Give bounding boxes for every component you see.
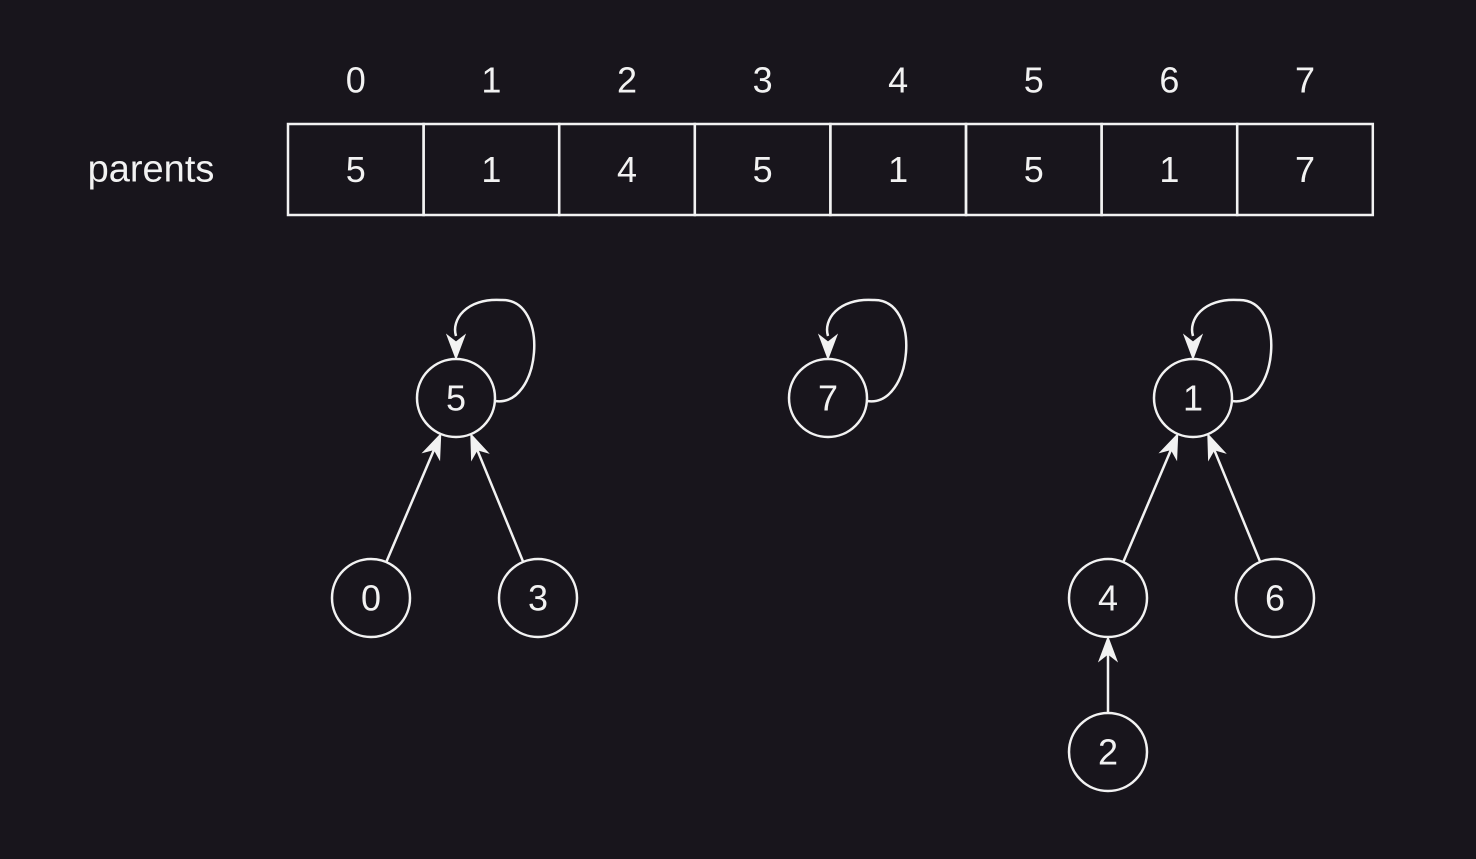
array-cell-value: 5 — [1024, 149, 1044, 190]
array-index-label: 2 — [617, 60, 637, 101]
edge-arrowhead — [421, 432, 442, 462]
parents-array: parents 5 0 1 1 4 2 5 3 1 4 5 5 1 6 7 7 — [88, 60, 1375, 217]
graph-node — [415, 357, 497, 439]
graph-node-label: 1 — [1183, 378, 1203, 419]
array-cell-value: 1 — [481, 149, 501, 190]
array-cell-value: 4 — [617, 149, 637, 190]
array-index-label: 3 — [753, 60, 773, 101]
edge-arrowhead — [445, 333, 467, 361]
graph-node-label: 0 — [361, 578, 381, 619]
array-cell-value: 5 — [753, 149, 773, 190]
graph-node — [330, 557, 412, 639]
parent-edge — [1122, 446, 1174, 563]
array-cell-value: 5 — [346, 149, 366, 190]
array-index-label: 1 — [481, 60, 501, 101]
edge-arrowhead — [1207, 432, 1227, 462]
graph-node — [497, 557, 579, 639]
graph-node-label: 3 — [528, 578, 548, 619]
array-index-label: 0 — [346, 60, 366, 101]
array-index-label: 4 — [888, 60, 908, 101]
graph-node-label: 2 — [1098, 732, 1118, 773]
array-cell-value: 1 — [888, 149, 908, 190]
edge-arrowhead — [1158, 432, 1179, 462]
graph-nodes: 5 0 3 7 1 4 6 2 — [330, 357, 1316, 793]
edge-arrowhead — [470, 432, 490, 462]
array-cell-value: 1 — [1159, 149, 1179, 190]
graph-edges — [385, 298, 1273, 713]
parent-edge — [385, 446, 437, 563]
self-loop-edge — [825, 298, 908, 403]
parent-edge — [474, 446, 525, 563]
graph-node — [1067, 557, 1149, 639]
edge-arrowhead — [817, 333, 839, 361]
graph-node — [787, 357, 869, 439]
self-loop-edge — [453, 298, 536, 403]
parent-edge — [1211, 446, 1262, 563]
array-label: parents — [88, 149, 215, 191]
graph-node — [1234, 557, 1316, 639]
graph-node — [1152, 357, 1234, 439]
array-cell — [1235, 122, 1375, 217]
graph-node-label: 5 — [446, 378, 466, 419]
self-loop-edge — [1190, 298, 1273, 403]
array-index-label: 6 — [1159, 60, 1179, 101]
array-index-label: 5 — [1024, 60, 1044, 101]
array-cell-value: 7 — [1295, 149, 1315, 190]
graph-node-label: 6 — [1265, 578, 1285, 619]
graph-node — [1067, 711, 1149, 793]
edge-arrowhead — [1182, 333, 1204, 361]
graph-node-label: 4 — [1098, 578, 1118, 619]
edge-arrowhead — [1097, 635, 1119, 663]
graph-node-label: 7 — [818, 378, 838, 419]
array-index-label: 7 — [1295, 60, 1315, 101]
